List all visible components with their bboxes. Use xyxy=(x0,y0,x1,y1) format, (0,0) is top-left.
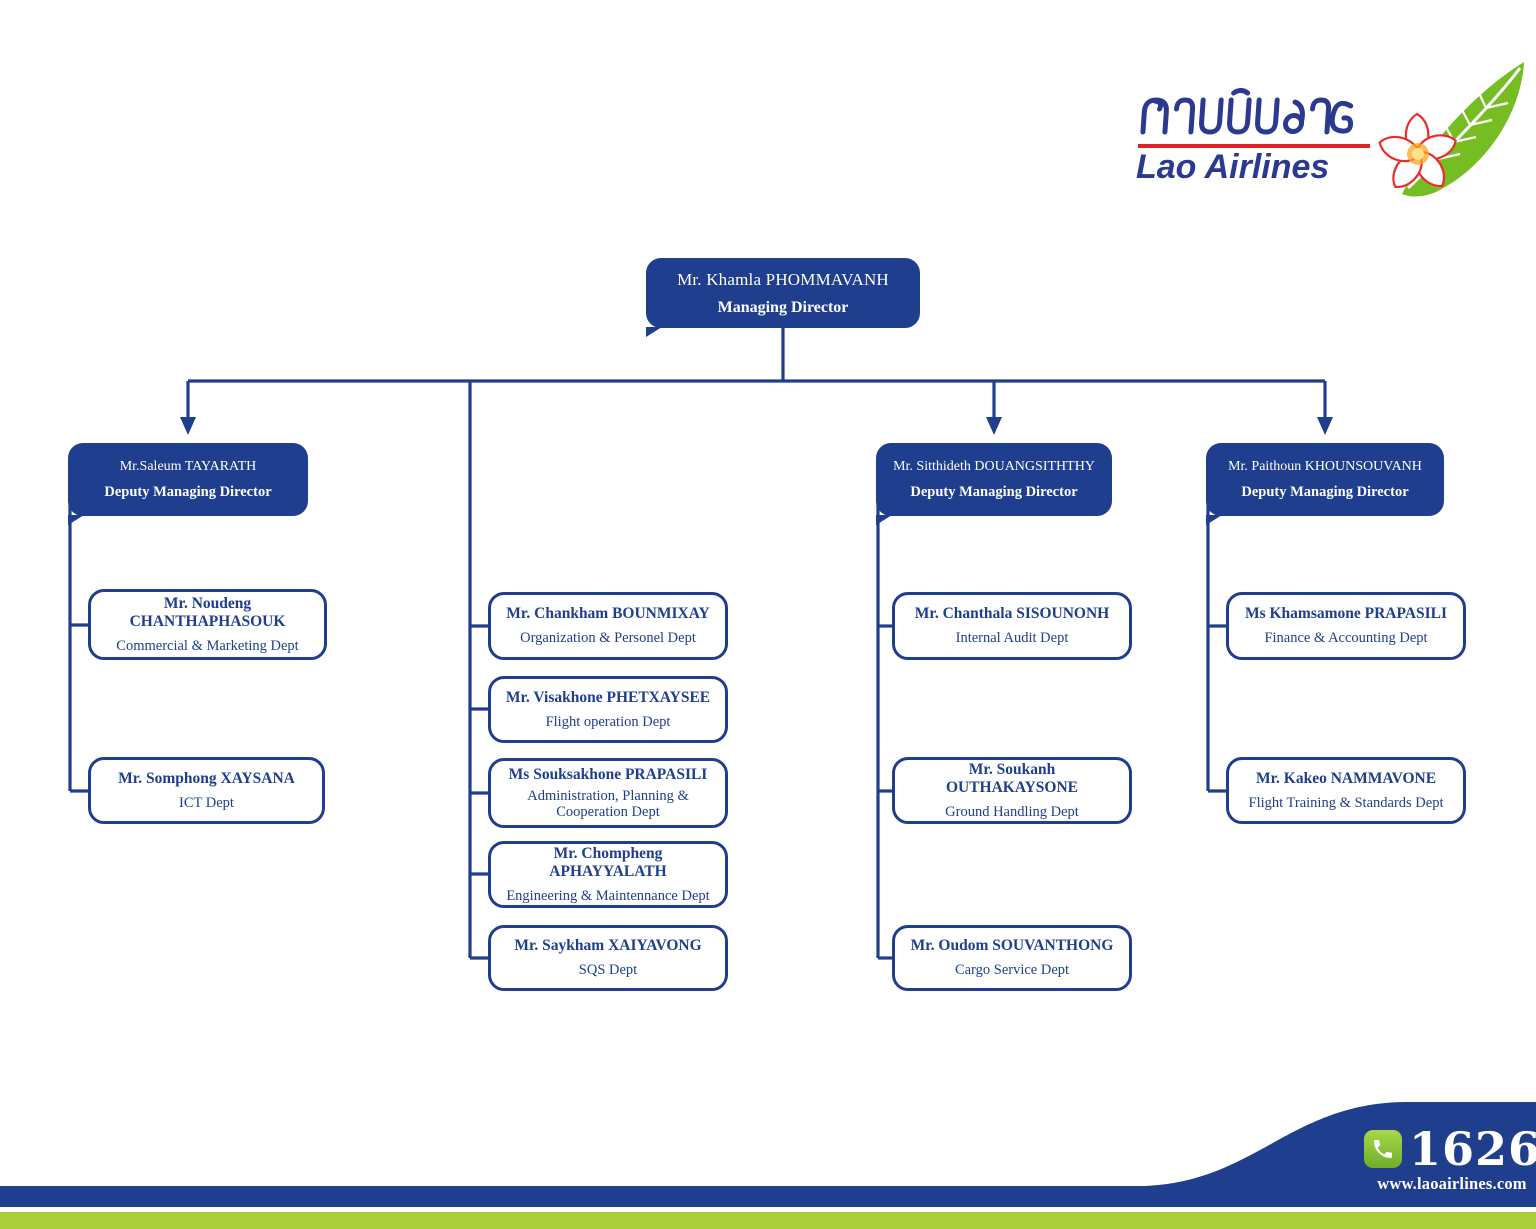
hotline-number: 1626 xyxy=(1408,1122,1536,1176)
person-name: Mr. Khamla PHOMMAVANH xyxy=(677,269,889,289)
person-name: Mr. Chanthala SISOUNONH xyxy=(914,605,1110,623)
person-title: Managing Director xyxy=(717,298,849,316)
person-name: Mr.Saleum TAYARATH xyxy=(119,458,257,474)
logo-red-underline xyxy=(1138,144,1370,148)
lao-airlines-logo: ການບິນລາວ Lao Airlines xyxy=(1128,58,1532,208)
department-name: Flight Training & Standards Dept xyxy=(1248,794,1444,811)
person-name: Ms Souksakhone PRAPASILI xyxy=(508,765,708,783)
dept-node-right-2: Mr. Kakeo NAMMAVONE Flight Training & St… xyxy=(1226,757,1466,824)
person-name: Mr. Kakeo NAMMAVONE xyxy=(1255,769,1437,787)
person-name: Mr. Soukanh OUTHAKAYSONE xyxy=(945,761,1079,796)
lao-script-wordmark-icon xyxy=(1140,88,1354,135)
department-name: Administration, Planning & Cooperation D… xyxy=(527,787,689,820)
brand-name: Lao Airlines xyxy=(1136,148,1330,186)
arrow-down-icon xyxy=(1317,417,1333,435)
dept-node-center-4: Mr. Chompheng APHAYYALATH Engineering & … xyxy=(488,841,728,908)
phone-icon xyxy=(1363,1130,1402,1168)
department-name: Cargo Service Dept xyxy=(954,962,1070,979)
department-name: Organization & Personel Dept xyxy=(520,630,696,647)
website-url: www.laoairlines.com xyxy=(1377,1174,1527,1193)
dept-node-left-2: Mr. Somphong XAYSANA ICT Dept xyxy=(88,757,325,824)
footer-swoosh xyxy=(0,1102,1536,1229)
department-name: Flight operation Dept xyxy=(545,713,671,730)
dept-node-center-5: Mr. Saykham XAIYAVONG SQS Dept xyxy=(488,925,728,991)
org-node-managing-director: Mr. Khamla PHOMMAVANH Managing Director xyxy=(646,258,920,337)
person-name: Mr. Visakhone PHETXAYSEE xyxy=(505,688,711,706)
arrow-down-icon xyxy=(180,417,196,435)
person-name: Mr. Saykham XAIYAVONG xyxy=(514,937,702,955)
lao-script-text: ການບິນລາວ xyxy=(1128,58,1129,59)
dept-node-right-1: Ms Khamsamone PRAPASILI Finance & Accoun… xyxy=(1226,592,1466,660)
arrow-down-icon xyxy=(986,417,1002,435)
org-node-deputy-3: Mr. Paithoun KHOUNSOUVANH Deputy Managin… xyxy=(1206,443,1444,525)
plumeria-flower-icon xyxy=(1378,62,1524,197)
dept-node-audit-2: Mr. Soukanh OUTHAKAYSONE Ground Handling… xyxy=(892,757,1132,824)
person-name: Mr. Oudom SOUVANTHONG xyxy=(910,937,1114,955)
dept-node-left-1: Mr. Noudeng CHANTHAPHASOUK Commercial & … xyxy=(88,589,327,660)
dept-node-center-1: Mr. Chankham BOUNMIXAY Organization & Pe… xyxy=(488,592,728,660)
person-title: Deputy Managing Director xyxy=(104,483,272,500)
person-name: Mr. Chankham BOUNMIXAY xyxy=(506,605,710,623)
org-node-deputy-1: Mr.Saleum TAYARATH Deputy Managing Direc… xyxy=(68,443,308,525)
dept-node-audit-1: Mr. Chanthala SISOUNONH Internal Audit D… xyxy=(892,592,1132,660)
person-title: Deputy Managing Director xyxy=(910,483,1078,500)
person-name: Mr. Chompheng APHAYYALATH xyxy=(549,845,667,880)
person-title: Deputy Managing Director xyxy=(1241,483,1409,500)
dept-node-center-3: Ms Souksakhone PRAPASILI Administration,… xyxy=(488,758,728,828)
department-name: Internal Audit Dept xyxy=(955,630,1069,647)
department-name: Commercial & Marketing Dept xyxy=(116,637,299,654)
department-name: ICT Dept xyxy=(179,794,234,811)
department-name: Ground Handling Dept xyxy=(945,803,1079,820)
org-node-deputy-2: Mr. Sitthideth DOUANGSITHTHY Deputy Mana… xyxy=(876,443,1112,525)
green-stripe xyxy=(0,1212,1536,1229)
person-name: Mr. Somphong XAYSANA xyxy=(118,769,295,787)
department-name: Finance & Accounting Dept xyxy=(1264,630,1428,647)
dept-node-audit-3: Mr. Oudom SOUVANTHONG Cargo Service Dept xyxy=(892,925,1132,991)
department-name: SQS Dept xyxy=(578,962,638,979)
department-name: Engineering & Maintennance Dept xyxy=(506,887,710,904)
person-name: Ms Khamsamone PRAPASILI xyxy=(1244,605,1448,623)
person-name: Mr. Noudeng CHANTHAPHASOUK xyxy=(129,595,286,630)
person-name: Mr. Paithoun KHOUNSOUVANH xyxy=(1228,458,1422,474)
hotline-block: 1626 www.laoairlines.com xyxy=(1363,1126,1536,1194)
dept-node-center-2: Mr. Visakhone PHETXAYSEE Flight operatio… xyxy=(488,676,728,743)
person-name: Mr. Sitthideth DOUANGSITHTHY xyxy=(893,458,1095,474)
